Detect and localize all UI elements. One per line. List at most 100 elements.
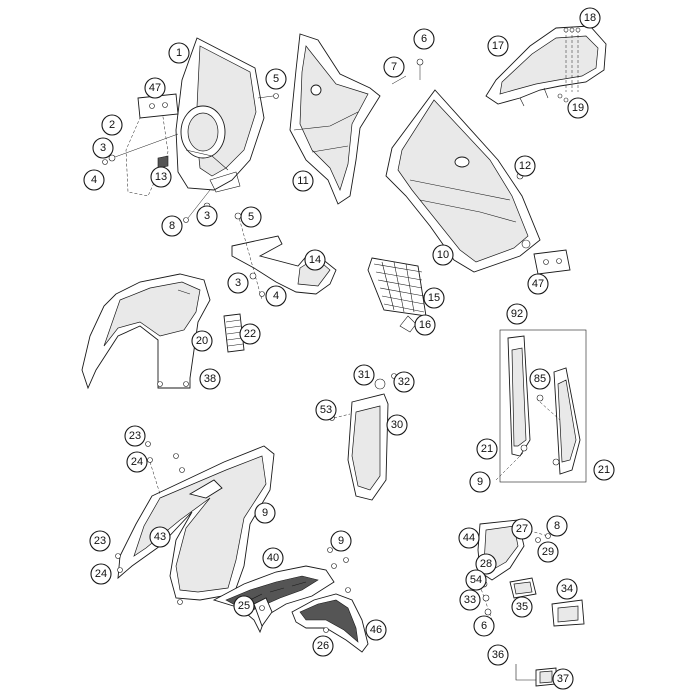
callout-22: 22 [239,323,261,345]
callout-label: 2 [109,119,115,131]
callout-label: 30 [391,419,403,431]
callout-label: 37 [557,673,569,685]
callout-label: 32 [398,376,410,388]
callout-label: 26 [317,640,329,652]
callout-label: 7 [391,61,397,73]
callout-label: 11 [297,175,308,187]
callout-label: 6 [481,620,487,632]
callout-27: 27 [511,518,533,540]
callout-label: 85 [534,373,546,385]
callout-25: 25 [233,595,255,617]
callout-label: 23 [94,535,106,547]
callout-46: 46 [365,619,387,641]
callout-14: 14 [304,249,326,271]
callout-label: 29 [542,546,554,558]
callout-label: 3 [100,142,106,154]
callout-32: 32 [393,371,415,393]
callout-43: 43 [149,526,171,548]
callout-8a: 8 [161,215,183,237]
callout-label: 13 [155,171,167,183]
rubber-grommet-part [157,155,169,169]
callout-label: 28 [480,558,492,570]
callout-label: 3 [204,210,210,222]
callout-23a: 23 [124,425,146,447]
reflector-part-35 [509,577,537,599]
callout-label: 22 [244,328,256,340]
hardware-screws-17 [557,27,581,103]
hardware-screws-1 [102,93,279,223]
callout-10: 10 [432,244,454,266]
headlight-mask-part [175,37,265,193]
callout-54: 54 [465,569,487,591]
callout-label: 34 [561,583,573,595]
callout-35: 35 [511,596,533,618]
callout-29: 29 [537,541,559,563]
callout-label: 4 [273,290,279,302]
callout-24b: 24 [90,563,112,585]
callout-label: 33 [464,594,476,606]
plate-part-34 [551,599,585,627]
callout-label: 38 [204,373,216,385]
side-cover-part [289,33,381,205]
callout-label: 1 [176,47,182,59]
callout-4a: 4 [83,169,105,191]
bracket-part-47a [137,93,179,119]
callout-40: 40 [262,547,284,569]
callout-label: 19 [572,102,584,114]
callout-label: 31 [358,369,370,381]
callout-21a: 21 [476,438,498,460]
callout-36: 36 [487,644,509,666]
callout-30: 30 [386,414,408,436]
callout-label: 8 [554,520,560,532]
callout-label: 14 [309,254,321,266]
callout-4b: 4 [265,285,287,307]
callout-6b: 6 [473,615,495,637]
callout-16: 16 [414,314,436,336]
callout-label: 40 [267,552,279,564]
callout-9c: 9 [330,530,352,552]
callout-label: 20 [196,335,208,347]
callout-label: 24 [95,568,107,580]
callout-label: 15 [428,292,440,304]
callout-21b: 21 [593,459,615,481]
clip-part-16 [399,315,417,333]
callout-label: 9 [338,535,344,547]
callout-label: 54 [470,574,482,586]
callout-3a: 3 [92,137,114,159]
callout-label: 44 [463,532,475,544]
callout-label: 8 [169,220,175,232]
reflector-bracket-part-36 [515,664,557,687]
callout-label: 4 [91,174,97,186]
bracket-part-47b [533,249,571,275]
callout-44: 44 [458,527,480,549]
callout-label: 9 [477,476,483,488]
callout-15: 15 [423,287,445,309]
callout-19: 19 [567,97,589,119]
callout-label: 5 [248,211,254,223]
fender-sticker-part [223,313,245,353]
front-fender-part [81,273,211,390]
callout-label: 9 [262,507,268,519]
callout-label: 21 [598,464,610,476]
callout-31: 31 [353,364,375,386]
callout-label: 10 [437,249,449,261]
callout-label: 12 [519,160,531,172]
callout-85: 85 [529,368,551,390]
fork-protector-set-part [495,329,587,483]
callout-38: 38 [199,368,221,390]
callout-12: 12 [514,155,536,177]
callout-2: 2 [101,114,123,136]
callout-label: 27 [516,523,528,535]
callout-23b: 23 [89,530,111,552]
callout-92: 92 [506,303,528,325]
callout-5b: 5 [240,206,262,228]
callout-label: 43 [154,531,166,543]
callout-3b: 3 [196,205,218,227]
callout-label: 6 [421,33,427,45]
callout-28: 28 [475,553,497,575]
callout-47b: 47 [527,273,549,295]
callout-label: 36 [492,649,504,661]
decal-part-46 [291,593,369,653]
callout-label: 25 [238,600,250,612]
